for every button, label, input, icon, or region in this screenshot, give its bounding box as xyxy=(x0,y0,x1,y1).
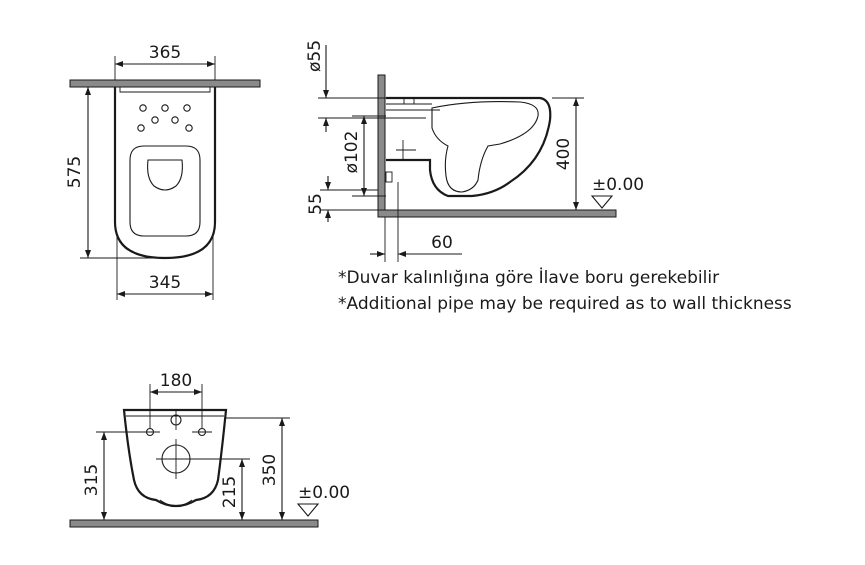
top-view-wall xyxy=(69,79,261,88)
dim-top-length: 575 xyxy=(65,156,85,188)
dim-front-height: 350 xyxy=(260,454,280,486)
side-view-outlet xyxy=(385,171,393,183)
dim-side-height: 400 xyxy=(554,138,574,170)
top-view-back-edge xyxy=(119,87,211,93)
top-view-hole xyxy=(137,124,145,132)
top-view: 365 575 345 xyxy=(65,43,261,300)
top-view-hole xyxy=(139,104,147,112)
dim-side-pipe-diameter: ø55 xyxy=(305,40,325,72)
dim-front-level: ±0.00 xyxy=(298,483,350,503)
note-english: *Additional pipe may be required as to w… xyxy=(338,294,792,314)
top-view-hole xyxy=(183,104,191,112)
top-view-hole xyxy=(151,116,159,124)
top-view-hole xyxy=(185,124,193,132)
dim-front-total-height: 315 xyxy=(82,464,102,496)
front-view-base xyxy=(159,499,193,507)
side-view-inlet-cap xyxy=(403,97,415,105)
dim-top-bottom-width: 345 xyxy=(149,273,181,293)
side-level-marker xyxy=(590,195,614,209)
top-view-rim xyxy=(129,145,201,237)
side-view-bowl-outline xyxy=(386,96,552,198)
top-view-bowl-opening xyxy=(147,159,183,191)
side-view-floor xyxy=(377,209,617,218)
top-view-hole xyxy=(171,116,179,124)
dim-side-level: ±0.00 xyxy=(592,175,644,195)
front-view-floor xyxy=(69,519,319,528)
dim-top-width: 365 xyxy=(149,43,181,63)
front-level-marker xyxy=(296,503,320,517)
dim-front-bolt-spacing: 180 xyxy=(160,371,192,391)
side-view-trap xyxy=(431,101,539,193)
dim-side-outlet-height: 55 xyxy=(306,193,326,215)
note-turkish: *Duvar kalınlığına göre İlave boru gerek… xyxy=(338,268,720,288)
dim-side-outlet-diameter: ø102 xyxy=(342,131,362,174)
dim-side-wall-offset: 60 xyxy=(431,233,453,253)
dim-front-outlet-height: 215 xyxy=(220,476,240,508)
front-view: 180 315 215 350 ±0.00 xyxy=(69,371,350,528)
top-view-hole xyxy=(161,104,169,112)
side-view: ø55 ø102 55 400 ±0.00 60 xyxy=(305,40,644,262)
